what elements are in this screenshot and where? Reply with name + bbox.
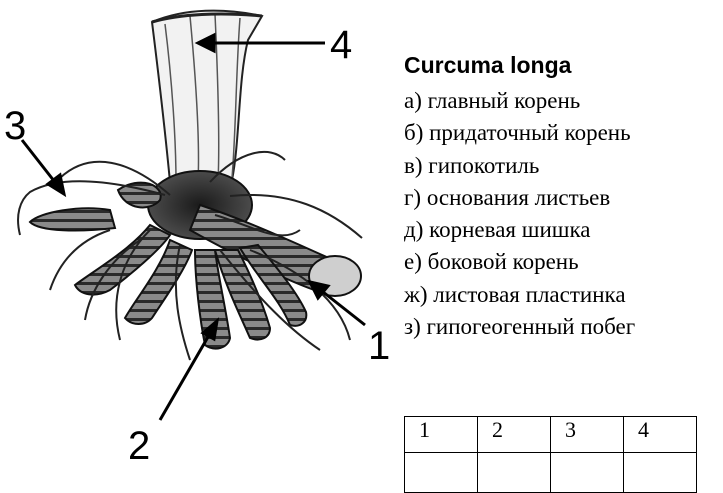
- species-title: Curcuma longa: [404, 52, 723, 79]
- answer-cell-2[interactable]: [478, 453, 551, 493]
- answer-cell-1[interactable]: [405, 453, 478, 493]
- curcuma-illustration: [0, 0, 400, 470]
- table-header-cell: 2: [478, 417, 551, 453]
- label-2: 2: [128, 426, 150, 466]
- option-b: б) придаточный корень: [404, 117, 723, 149]
- label-1: 1: [368, 326, 390, 366]
- option-a: а) главный корень: [404, 85, 723, 117]
- option-h: з) гипогеогенный побег: [404, 311, 723, 343]
- answer-cell-4[interactable]: [624, 453, 697, 493]
- table-header-cell: 3: [551, 417, 624, 453]
- table-answer-row: [405, 453, 697, 493]
- option-d: г) основания листьев: [404, 182, 723, 214]
- label-3: 3: [4, 106, 26, 146]
- option-c: в) гипокотиль: [404, 150, 723, 182]
- table-header-cell: 1: [405, 417, 478, 453]
- answer-cell-3[interactable]: [551, 453, 624, 493]
- option-e: д) корневая шишка: [404, 214, 723, 246]
- label-4: 4: [330, 25, 352, 65]
- option-g: ж) листовая пластинка: [404, 279, 723, 311]
- answer-table: 1 2 3 4: [404, 416, 697, 493]
- table-header-row: 1 2 3 4: [405, 417, 697, 453]
- option-f: е) боковой корень: [404, 246, 723, 278]
- answer-options: а) главный корень б) придаточный корень …: [404, 85, 723, 343]
- options-panel: Curcuma longa а) главный корень б) прида…: [404, 52, 723, 343]
- table-header-cell: 4: [624, 417, 697, 453]
